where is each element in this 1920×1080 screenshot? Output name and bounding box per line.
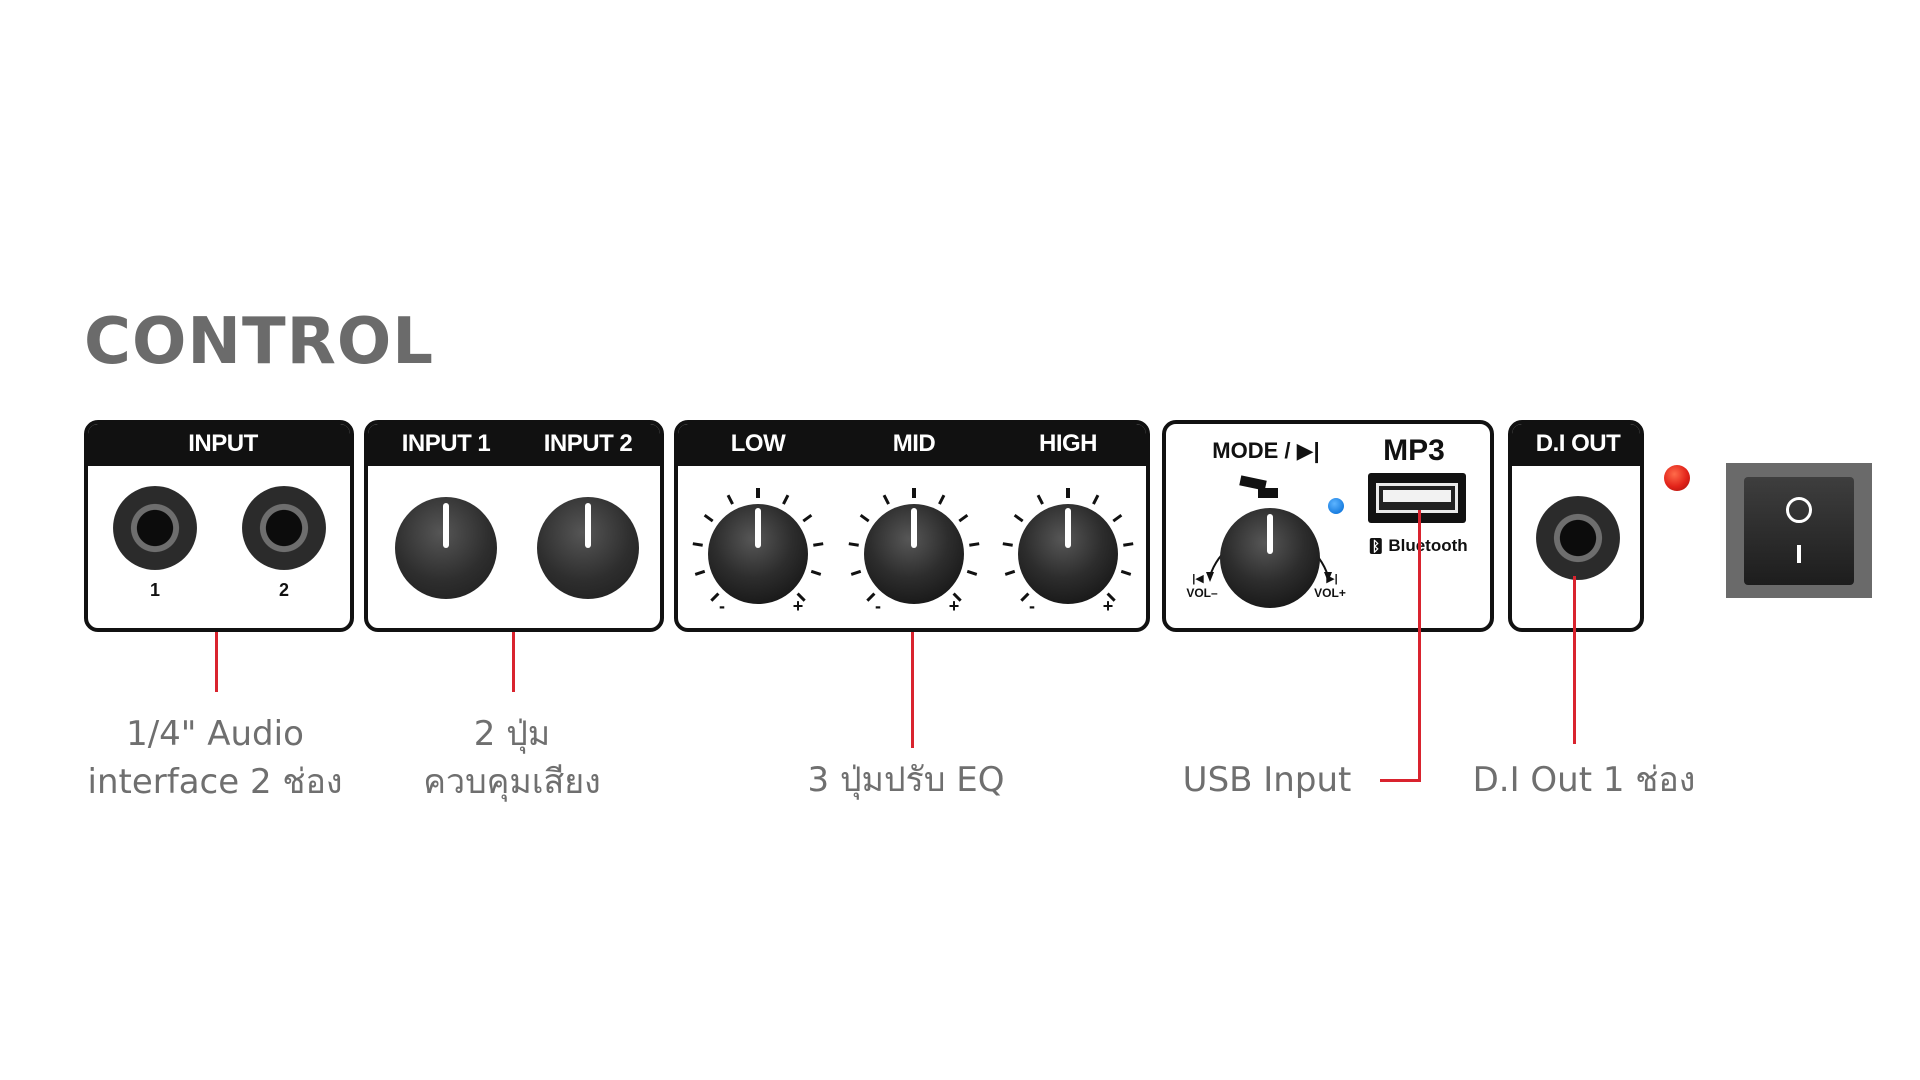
- callout-line-input: [215, 632, 218, 692]
- mode-label: MODE / ▶|: [1212, 438, 1320, 463]
- bluetooth-icon: ᛒ: [1369, 538, 1383, 554]
- di-out-panel: D.I OUT: [1508, 420, 1644, 632]
- eq-mid-knob-icon[interactable]: [848, 488, 980, 604]
- bluetooth-label: Bluetooth: [1388, 536, 1468, 555]
- input-2-label: INPUT 2: [543, 430, 633, 457]
- callout-usb: USB Input: [1182, 760, 1352, 800]
- input-panel: INPUT 1 2: [84, 420, 354, 632]
- callout-line-eq: [911, 632, 914, 748]
- di-out-header-label: D.I OUT: [1535, 430, 1621, 457]
- usb-port-icon[interactable]: [1368, 473, 1466, 523]
- callout-input: 1/4" Audio interface 2 ช่อง: [88, 710, 343, 806]
- power-rocker: [1744, 477, 1854, 585]
- eq-mid-minus: -: [875, 596, 881, 616]
- vol-minus-label: VOL–: [1186, 586, 1218, 600]
- mp3-panel: MODE / ▶| MP3 |◀ VOL– ▶| VOL+ ᛒ Bluetoot…: [1162, 420, 1494, 632]
- input-1-knob-icon[interactable]: [395, 497, 497, 599]
- callout-input-line2: interface 2 ช่อง: [87, 762, 343, 802]
- mp3-label: MP3: [1383, 434, 1445, 467]
- di-out-header: D.I OUT: [1512, 424, 1640, 466]
- eq-low-label: LOW: [730, 430, 786, 457]
- jack-1-label: 1: [149, 580, 161, 600]
- usb-tab: [1383, 490, 1451, 502]
- callout-line-usb-h: [1380, 779, 1421, 782]
- prev-glyph: |◀: [1192, 573, 1204, 585]
- eq-panel-header: LOW MID HIGH: [678, 424, 1146, 466]
- usb-slot: [1376, 483, 1458, 513]
- eq-mid-plus: +: [948, 596, 960, 616]
- power-switch-icon[interactable]: [1726, 463, 1872, 598]
- eq-high-label: HIGH: [1039, 430, 1098, 457]
- bluetooth-led-icon: [1328, 498, 1344, 514]
- eq-low-knob-icon[interactable]: [692, 488, 824, 604]
- power-on-mark: [1797, 545, 1801, 563]
- input-panel-header: INPUT: [88, 424, 350, 466]
- eq-high-minus: -: [1029, 596, 1035, 616]
- eq-knobs-svg: [692, 488, 1134, 604]
- callout-volume: 2 ปุ่ม ควบคุมเสียง: [423, 710, 600, 806]
- eq-low-minus: -: [719, 596, 725, 616]
- eq-mid-label: MID: [892, 430, 936, 457]
- mode-knob-svg: [1206, 475, 1332, 608]
- input-2-knob-icon[interactable]: [537, 497, 639, 599]
- callout-eq: 3 ปุ่มปรับ EQ: [807, 760, 1005, 800]
- callout-line-di: [1573, 576, 1576, 744]
- callout-line-usb: [1418, 510, 1421, 782]
- eq-high-plus: +: [1102, 596, 1114, 616]
- input-volume-panel: INPUT 1 INPUT 2: [364, 420, 664, 632]
- next-glyph: ▶|: [1326, 573, 1338, 585]
- di-out-jack-icon[interactable]: [1536, 496, 1620, 580]
- input-volume-header: INPUT 1 INPUT 2: [368, 424, 660, 466]
- jack-2-label: 2: [278, 580, 290, 600]
- callout-volume-line1: 2 ปุ่ม: [473, 714, 551, 754]
- input-1-label: INPUT 1: [401, 430, 491, 457]
- callout-input-line1: 1/4" Audio: [126, 714, 304, 754]
- callout-volume-line2: ควบคุมเสียง: [423, 762, 601, 802]
- input-jack-2-icon[interactable]: [242, 486, 326, 570]
- vol-plus-label: VOL+: [1314, 586, 1346, 600]
- eq-panel: LOW MID HIGH - + - + - +: [674, 420, 1150, 632]
- power-led-icon: [1664, 465, 1690, 491]
- eq-high-knob-icon[interactable]: [1002, 488, 1134, 604]
- callout-line-volume: [512, 632, 515, 692]
- power-off-mark: [1786, 497, 1812, 523]
- callout-di-out: D.I Out 1 ช่อง: [1472, 760, 1696, 800]
- eq-low-plus: +: [792, 596, 804, 616]
- page-title: CONTROL: [84, 305, 435, 379]
- input-header-label: INPUT: [188, 430, 258, 457]
- input-jack-1-icon[interactable]: [113, 486, 197, 570]
